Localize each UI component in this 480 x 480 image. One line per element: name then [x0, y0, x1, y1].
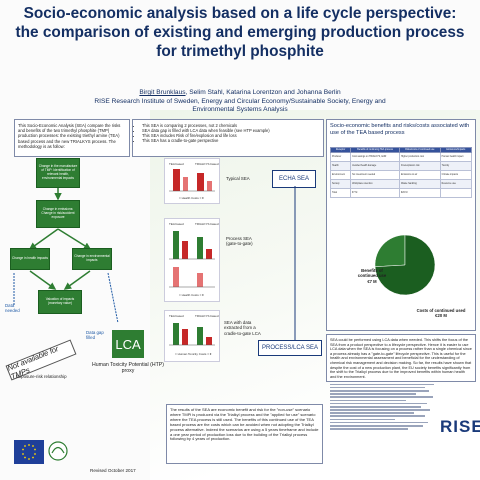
- first-author: Birgit Brunklaus: [139, 89, 186, 96]
- table-cell: Society: [329, 179, 352, 189]
- table-cell: Resource use: [439, 179, 473, 189]
- table-cell: Environment: [329, 170, 352, 180]
- process-sea-chart: TEA based TRIALKYS based = Health Costs …: [164, 218, 220, 302]
- benefit-cost-pie: [374, 234, 436, 296]
- table-cell: Toxicity: [439, 161, 473, 171]
- flow-node-manufacture: Change in the manufacture of TMP: Identi…: [36, 158, 80, 188]
- chart-tea-label: TEA based: [169, 222, 184, 226]
- pie-benefits-label: Benefits of continued use €7 M: [357, 268, 387, 284]
- intro-text: This Socio-Economic Analysis (SEA) compa…: [18, 123, 121, 149]
- right-heading: Socio-economic benefits and risks/costs …: [330, 123, 470, 136]
- chart-health-cost: = Health Costs = €: [179, 293, 204, 297]
- table-cell: Health: [329, 161, 352, 171]
- table-cell: Human health impact: [439, 152, 473, 162]
- bullet-item: This SEA has a cradle-to-gate perspectiv…: [142, 138, 323, 143]
- table-cell: Total: [329, 188, 352, 198]
- pie-slice-benefits: [374, 234, 406, 268]
- exposure-label: Exposure-risk relationship: [16, 374, 67, 379]
- project-logo-icon: [48, 441, 68, 461]
- lca-sea-label: SEA with data extracted from a cradle-to…: [224, 320, 261, 336]
- table-cell: [439, 188, 473, 198]
- typical-sea-chart: TEA based TRIALKYS based = Health Costs …: [164, 158, 220, 204]
- table-cell: Waste handling: [399, 179, 441, 189]
- institute: RISE Research Institute of Sweden, Energ…: [94, 97, 386, 114]
- data-needed-label: Data needed: [5, 303, 20, 314]
- typical-sea-label: Typical SEA: [226, 176, 250, 181]
- conclusion-box: SEA could be performed using LCA data wh…: [326, 334, 476, 382]
- process-lca-sea-box: PROCESS/LCA SEA: [258, 340, 322, 356]
- pie-costs-label: Costs of continued used €20 M: [416, 308, 466, 319]
- references-block: [330, 382, 438, 468]
- poster-title: Socio-economic analysis based on a life …: [15, 5, 465, 60]
- results-box: The results of the SEA are economic bene…: [166, 404, 323, 464]
- table-cell: Fire/explosion risk: [399, 161, 441, 171]
- htp-label: Human Toxicity Potential (HTP) proxy: [92, 362, 164, 375]
- chart-tea-label: TEA based: [169, 314, 184, 318]
- table-cell: Climate impacts: [439, 170, 473, 180]
- chart-tea-label: TEA based: [169, 162, 184, 166]
- chart-health-cost: = Health Costs = €: [179, 196, 204, 200]
- lca-box: LCA: [112, 330, 144, 358]
- rise-logo-text: RISE: [440, 417, 480, 436]
- chart-trialkys-label: TRIALKYS based: [195, 162, 219, 166]
- bullet-item: This SEA is comparing 2 processes, not 2…: [142, 123, 323, 128]
- table-cell: €7 M: [350, 188, 401, 198]
- chart-human-tox: = Human Toxicity Costs = €: [175, 352, 212, 356]
- pie-slice-costs: [374, 234, 436, 296]
- chart-trialkys-label: TRIALKYS based: [195, 222, 219, 226]
- echa-connector-line: [294, 186, 296, 340]
- eu-flag-logo: [14, 440, 44, 464]
- data-gap-label: Data gap filled: [86, 330, 104, 341]
- table-cell: €20 M: [399, 188, 441, 198]
- table-cell: Higher production cost: [399, 152, 441, 162]
- flow-node-emissions: Change in emissions: Change in risk/acci…: [36, 200, 80, 228]
- authors-block: Birgit Brunklaus, Selim Stahl, Katarina …: [90, 89, 390, 115]
- intro-box: This Socio-Economic Analysis (SEA) compa…: [14, 119, 130, 157]
- table-cell: Workplace retention: [350, 179, 401, 189]
- flow-node-environment: Change in environmental impacts: [72, 248, 112, 270]
- revised-date: Revised October 2017: [90, 468, 136, 473]
- chart-trialkys-label: TRIALKYS based: [195, 314, 219, 318]
- table-cell: Avoided health damage: [350, 161, 401, 171]
- table-cell: Producer: [329, 152, 352, 162]
- table-cell: No investment needed: [350, 170, 401, 180]
- flow-node-health: Change in health impacts: [10, 248, 50, 270]
- bullet-item: This SEA includes Risk of fire/explosion…: [142, 133, 323, 138]
- bullets-box: This SEA is comparing 2 processes, not 2…: [132, 119, 324, 157]
- flow-node-valuation: Valuation of impacts (monetary value): [38, 290, 82, 314]
- process-sea-label: Process SEA (gate-to-gate): [226, 236, 253, 247]
- table-cell: Cost savings on TRIALKYS, EUR: [350, 152, 401, 162]
- table-row: Total€7 M€20 M: [329, 188, 473, 198]
- bullet-item: SEA data gap is filled with LCA data whe…: [142, 128, 323, 133]
- results-text: The results of the SEA are economic bene…: [170, 407, 319, 442]
- rise-logo: RISE: [440, 417, 480, 466]
- echa-sea-box: ECHA SEA: [272, 170, 316, 188]
- lca-sea-chart: TEA based TRIALKYS based = Human Toxicit…: [164, 310, 220, 362]
- conclusion-text: SEA could be performed using LCA data wh…: [330, 338, 472, 379]
- benefits-risks-table: Receptor Benefits of continuing TEA proc…: [329, 147, 473, 198]
- other-authors: , Selim Stahl, Katarina Lorentzon and Jo…: [185, 89, 341, 96]
- flowchart-arrows: [13, 188, 119, 324]
- table-cell: Emissions to air: [399, 170, 441, 180]
